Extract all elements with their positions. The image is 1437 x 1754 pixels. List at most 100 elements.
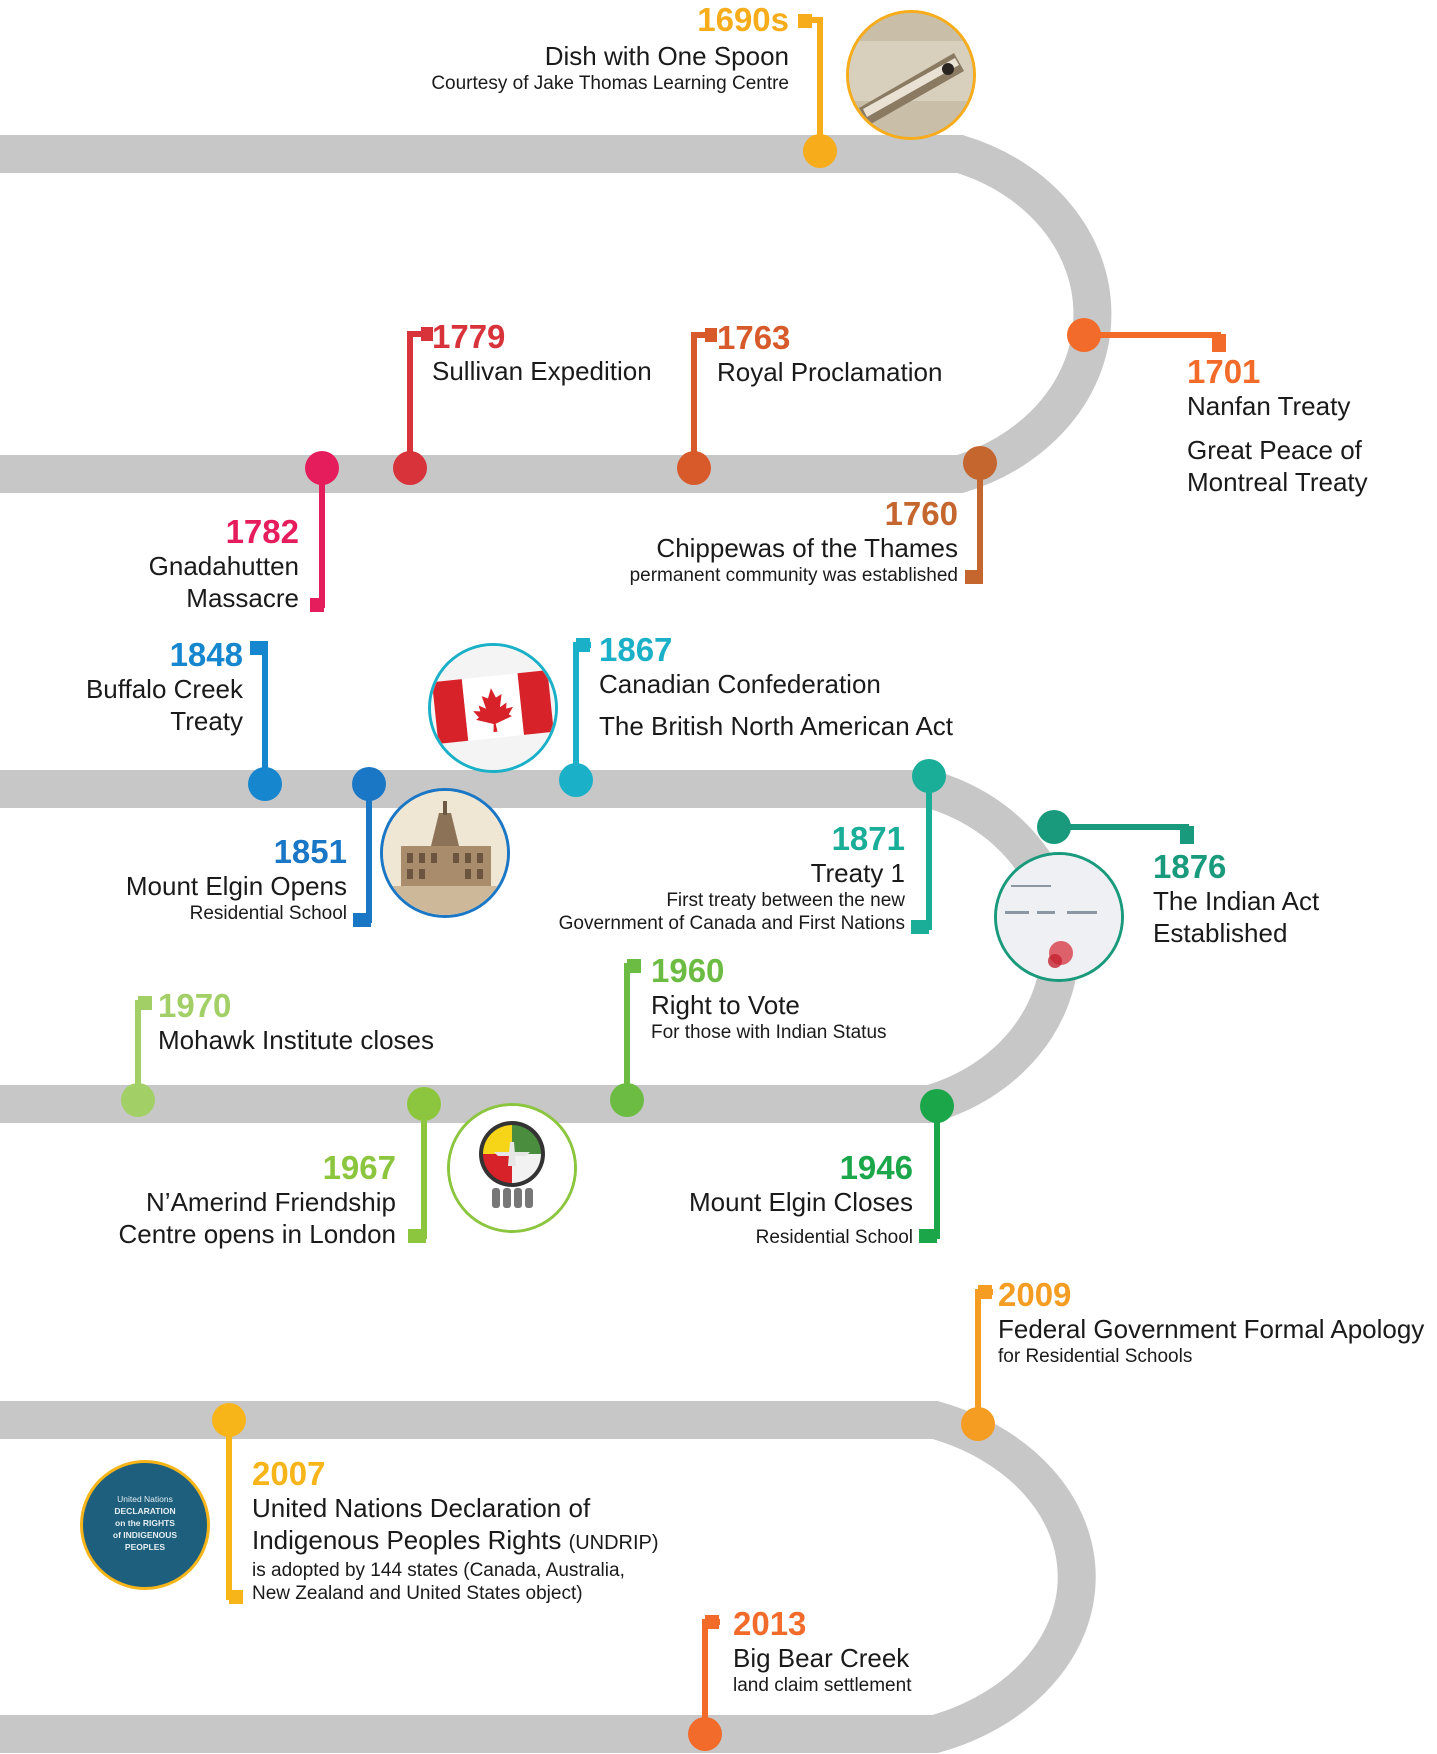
dot-1960 bbox=[610, 1083, 644, 1117]
namerind-logo bbox=[447, 1103, 577, 1233]
event-title: The Indian Act bbox=[1153, 886, 1320, 916]
event-title: Mohawk Institute closes bbox=[158, 1025, 435, 1055]
event-subtitle: for Residential Schools bbox=[998, 1346, 1193, 1367]
school-building-icon bbox=[383, 791, 507, 915]
event-title-line2-abbrev: (UNDRIP) bbox=[568, 1532, 659, 1554]
event-title: Chippewas of the Thames bbox=[656, 533, 958, 563]
dot-1779 bbox=[393, 451, 427, 485]
event-title: Mount Elgin Closes bbox=[689, 1187, 913, 1217]
dot-1851 bbox=[352, 767, 386, 801]
event-title: Big Bear Creek bbox=[733, 1643, 910, 1673]
event-subtitle: First treaty between the new bbox=[666, 890, 905, 911]
event-title-line2: Centre opens in London bbox=[118, 1219, 396, 1249]
event-title: Gnadahutten bbox=[148, 551, 299, 581]
event-year: 1782 bbox=[225, 513, 299, 550]
event-year: 2007 bbox=[252, 1455, 326, 1492]
event-year: 1779 bbox=[432, 318, 506, 355]
undrip-seal: United Nations DECLARATION on the RIGHTS… bbox=[80, 1460, 210, 1590]
event-year: 1851 bbox=[273, 833, 347, 870]
event-1967: 1967 N’Amerind Friendship Centre opens i… bbox=[118, 1150, 396, 1250]
event-title-line2: Great Peace of bbox=[1187, 435, 1362, 465]
seal-line-3: on the RIGHTS bbox=[115, 1518, 175, 1528]
seal-line-4: of INDIGENOUS bbox=[112, 1530, 178, 1540]
event-1701: 1701 Nanfan Treaty Great Peace of Montre… bbox=[1187, 354, 1368, 498]
document-icon bbox=[997, 855, 1121, 979]
event-subtitle: land claim settlement bbox=[733, 1675, 912, 1696]
event-title: Dish with One Spoon bbox=[544, 41, 789, 71]
dot-1946 bbox=[920, 1089, 954, 1123]
dish-photo bbox=[846, 10, 976, 140]
event-year: 1690s bbox=[697, 1, 789, 38]
event-subtitle: permanent community was established bbox=[629, 565, 958, 586]
event-title: Royal Proclamation bbox=[717, 357, 943, 387]
event-1763: 1763 Royal Proclamation bbox=[717, 320, 942, 388]
dot-1871 bbox=[912, 759, 946, 793]
event-title-line2-wrap: Indigenous Peoples Rights (UNDRIP) bbox=[252, 1524, 659, 1559]
event-1960: 1960 Right to Vote For those with Indian… bbox=[651, 953, 887, 1044]
event-title: Sullivan Expedition bbox=[432, 356, 652, 386]
dot-1967 bbox=[407, 1087, 441, 1121]
dot-1763 bbox=[677, 451, 711, 485]
event-1851: 1851 Mount Elgin Opens Residential Schoo… bbox=[126, 834, 347, 925]
connector-2009 bbox=[975, 1289, 993, 1424]
event-2007: 2007 United Nations Declaration of Indig… bbox=[252, 1456, 659, 1605]
dot-1782 bbox=[305, 451, 339, 485]
connector-1946 bbox=[922, 1106, 940, 1239]
event-year: 1701 bbox=[1187, 353, 1261, 390]
event-1946: 1946 Mount Elgin Closes Residential Scho… bbox=[689, 1150, 913, 1249]
dot-1867 bbox=[559, 763, 593, 797]
connector-1867 bbox=[573, 642, 591, 780]
mount-elgin-photo bbox=[380, 788, 510, 918]
event-1876: 1876 The Indian Act Established bbox=[1153, 849, 1319, 949]
event-subtitle: Courtesy of Jake Thomas Learning Centre bbox=[431, 73, 789, 94]
event-1970: 1970 Mohawk Institute closes bbox=[158, 988, 434, 1056]
dot-1848 bbox=[248, 767, 282, 801]
event-year: 2009 bbox=[998, 1276, 1072, 1313]
event-2009: 2009 Federal Government Formal Apology f… bbox=[998, 1277, 1424, 1368]
dot-1690s bbox=[803, 134, 837, 168]
event-title: Nanfan Treaty bbox=[1187, 391, 1351, 421]
connector-1876 bbox=[1054, 824, 1189, 843]
dot-2013 bbox=[688, 1717, 722, 1751]
event-title-line2: Indigenous Peoples Rights bbox=[252, 1525, 562, 1555]
event-1779: 1779 Sullivan Expedition bbox=[432, 319, 652, 387]
connector-1960 bbox=[624, 963, 641, 1100]
event-title: Right to Vote bbox=[651, 990, 800, 1020]
connector-1779 bbox=[407, 331, 421, 468]
event-subtitle: Residential School bbox=[189, 903, 347, 924]
event-title: Canadian Confederation bbox=[599, 669, 881, 699]
event-year: 2013 bbox=[733, 1605, 807, 1642]
canada-flag-icon bbox=[428, 643, 558, 773]
event-1690s: 1690s Dish with One Spoon Courtesy of Ja… bbox=[431, 2, 789, 95]
connector-1967 bbox=[410, 1104, 427, 1239]
event-title: Mount Elgin Opens bbox=[125, 871, 347, 901]
event-1871: 1871 Treaty 1 First treaty between the n… bbox=[559, 821, 905, 935]
event-1782: 1782 Gnadahutten Massacre bbox=[149, 514, 299, 614]
connector-1848 bbox=[250, 645, 268, 784]
wampum-belt-icon bbox=[849, 13, 973, 137]
event-year: 1960 bbox=[651, 952, 725, 989]
event-title: United Nations Declaration of bbox=[252, 1493, 591, 1523]
event-subtitle: For those with Indian Status bbox=[651, 1022, 887, 1043]
event-title-line2: Established bbox=[1153, 918, 1288, 948]
indian-act-document bbox=[994, 852, 1124, 982]
medicine-wheel-icon bbox=[450, 1106, 574, 1230]
dot-1760 bbox=[963, 446, 997, 480]
event-year: 1967 bbox=[322, 1149, 396, 1186]
dot-1876 bbox=[1037, 810, 1071, 844]
event-subtitle-line2: Government of Canada and First Nations bbox=[558, 913, 905, 934]
connector-2007 bbox=[226, 1420, 243, 1600]
event-title-line2: The British North American Act bbox=[599, 711, 954, 741]
event-1867: 1867 Canadian Confederation The British … bbox=[599, 632, 953, 742]
event-title-line2: Massacre bbox=[186, 583, 299, 613]
event-year: 1876 bbox=[1153, 848, 1227, 885]
seal-line-2: DECLARATION bbox=[114, 1506, 176, 1516]
event-year: 1760 bbox=[884, 495, 958, 532]
event-year: 1871 bbox=[831, 820, 905, 857]
event-title: Federal Government Formal Apology bbox=[998, 1314, 1425, 1344]
event-title: Treaty 1 bbox=[810, 858, 905, 888]
seal-line-1: United Nations bbox=[117, 1494, 173, 1504]
dot-2009 bbox=[961, 1407, 995, 1441]
event-title-line3: Montreal Treaty bbox=[1187, 467, 1368, 497]
